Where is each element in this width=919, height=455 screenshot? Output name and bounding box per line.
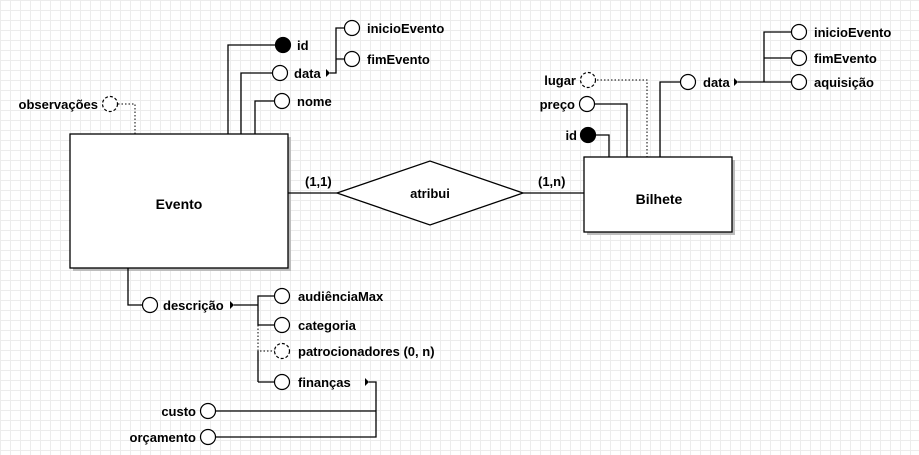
attr-orcamento-icon[interactable] [199, 428, 217, 446]
attr-evento-nome-label: nome [297, 94, 332, 109]
connector-financas-parts [216, 381, 377, 438]
entity-evento-label: Evento [156, 196, 203, 212]
attr-audiencia-label: audiênciaMax [298, 289, 384, 304]
composite-marker-descricao [230, 301, 234, 309]
attr-bilhete-data-label: data [703, 75, 731, 90]
attr-patrocinadores-icon[interactable] [273, 342, 291, 360]
cardinality-right: (1,n) [538, 174, 565, 189]
attr-categoria-icon[interactable] [273, 316, 291, 334]
attr-bilhete-data-icon[interactable] [679, 73, 697, 91]
attr-bilhete-preco-label: preço [540, 97, 575, 112]
attr-financas-label: finanças [298, 375, 351, 390]
attr-evento-descricao-label: descrição [163, 298, 224, 313]
attr-bilhete-lugar-icon[interactable] [579, 71, 597, 89]
connector-bilhete-data-parts [738, 31, 791, 83]
attr-evento-inicio-icon[interactable] [343, 19, 361, 37]
attr-evento-nome-icon[interactable] [273, 92, 291, 110]
attr-bilhete-preco-icon[interactable] [578, 95, 596, 113]
attr-evento-observacoes-label: observações [19, 97, 99, 112]
connector-descricao-patrocinadores [257, 325, 275, 352]
attr-bilhete-fim-icon[interactable] [790, 49, 808, 67]
connector-bilhete-preco [595, 103, 628, 157]
composite-marker-evento-data [326, 69, 330, 77]
attr-evento-id-label: id [297, 38, 309, 53]
attr-bilhete-id-key-icon[interactable] [579, 126, 597, 144]
attr-bilhete-fim-label: fimEvento [814, 51, 877, 66]
attr-bilhete-inicio-icon[interactable] [790, 23, 808, 41]
attr-orcamento-label: orçamento [130, 430, 197, 445]
connector-bilhete-data [659, 81, 681, 157]
attr-categoria-label: categoria [298, 318, 357, 333]
attr-custo-icon[interactable] [199, 402, 217, 420]
connector-descricao-parts [234, 295, 275, 383]
attr-custo-label: custo [161, 404, 196, 419]
entity-evento[interactable]: Evento [69, 133, 291, 271]
connector-evento-descricao [127, 268, 143, 306]
connector-evento-id [227, 44, 281, 134]
connector-bilhete-lugar [597, 79, 648, 157]
connector-evento-observacoes [118, 103, 136, 134]
connector-evento-data [240, 72, 275, 134]
attr-evento-observacoes-icon[interactable] [101, 95, 119, 113]
cardinality-left: (1,1) [305, 174, 332, 189]
relationship-atribui-label: atribui [410, 186, 450, 201]
connector-evento-nome [254, 100, 275, 134]
attr-bilhete-id-label: id [565, 128, 577, 143]
connector-bilhete-id [596, 134, 610, 157]
composite-marker-financas [365, 378, 369, 386]
entity-bilhete-label: Bilhete [636, 191, 683, 207]
attr-evento-data-icon[interactable] [271, 64, 289, 82]
attr-bilhete-aquisicao-icon[interactable] [790, 73, 808, 91]
attr-bilhete-lugar-label: lugar [544, 73, 576, 88]
entity-bilhete[interactable]: Bilhete [583, 156, 735, 235]
attr-bilhete-inicio-label: inicioEvento [814, 25, 891, 40]
attr-evento-fim-label: fimEvento [367, 52, 430, 67]
attr-audiencia-icon[interactable] [273, 287, 291, 305]
attr-financas-icon[interactable] [273, 373, 291, 391]
attr-patrocinadores-label: patrocionadores (0, n) [298, 344, 435, 359]
attr-evento-fim-icon[interactable] [343, 50, 361, 68]
attr-evento-id-key-icon[interactable] [274, 36, 292, 54]
attr-evento-data-label: data [294, 66, 322, 81]
attr-bilhete-aquisicao-label: aquisição [814, 75, 874, 90]
composite-marker-bilhete-data [734, 78, 738, 86]
relationship-atribui[interactable] [335, 160, 525, 226]
attr-evento-inicio-label: inicioEvento [367, 21, 444, 36]
attr-evento-descricao-icon[interactable] [141, 296, 159, 314]
connector-evento-data-parts [330, 27, 344, 74]
